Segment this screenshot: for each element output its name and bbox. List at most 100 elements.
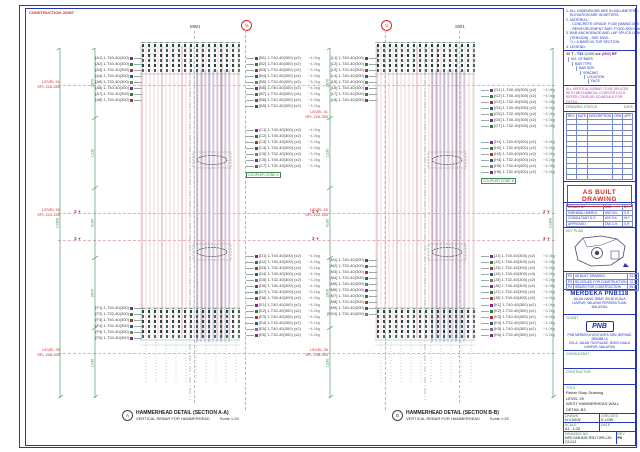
rebar-callout: [L4] 1-T40-40(300) [331,74,377,78]
rebar-callout: [J3] 1-T32-40(300) (x2)~3.2kg [481,266,555,270]
revision-history-cell: 12.02 [627,278,640,286]
callout-leader-line [369,93,377,95]
callout-marker [490,164,493,168]
client-address: 201-A, JALAN TUN RAZAK, 50400 KUALA LUMP… [568,340,631,349]
callout-leader-line [369,81,377,83]
callout-marker [490,152,493,156]
rev-table-header: DATE [575,113,589,120]
pour-triangle-icon: ▼ [77,209,82,214]
callout-text: [K4] 1-T32-40(300) (x2) [494,320,536,325]
rebar-callout: [D8] 1-T40-40(300) (x2)~4.0kg [246,296,320,300]
callout-marker [490,278,493,282]
callout-marker [490,333,493,337]
svg-text:4100: 4100 [326,219,330,227]
callout-marker [255,333,258,337]
callout-text: [K6] 1-T32-40(300) (x2) [494,332,536,337]
callout-marker [490,146,493,150]
callout-text: [C3] 1-T32-40(300) (x2) [259,139,302,144]
callout-weight: ~3.2kg [542,169,555,174]
approvals-cell: S.R [622,220,633,228]
callout-leader-line [369,259,377,261]
callout-leader-line [134,81,142,83]
callout-marker [130,74,133,78]
callout-text: [G7] 1-T32-40(300) (x2) [494,123,537,128]
callout-leader-line [246,261,254,263]
callout-leader-line [481,119,489,121]
callout-text: [G3] 1-T32-40(300) (x2) [494,99,537,104]
callout-leader-line [481,107,489,109]
callout-leader-line [369,277,377,279]
pour-triangle-icon: ▼ [546,236,551,241]
callout-leader-line [246,135,254,137]
rebar-callout: [J7] 1-T32-40(300) (x2)~3.2kg [481,290,555,294]
pour-number: 2 [312,209,315,214]
callout-leader-line [481,297,489,299]
callout-leader-line [246,165,254,167]
note-line: (TENSION) - SEE DWG. [566,35,610,40]
dwg-no-label: DRAWING NO. [565,432,589,437]
callout-marker [255,290,258,294]
callout-marker [255,303,258,307]
level-elevation: SFL 212.150 [305,211,328,217]
rebar-callout: [D4] 1-T40-40(300) (x4)~4.0kg [246,272,320,276]
callout-leader-line [134,57,142,59]
rebar-callout: [K6] 1-T32-40(300) (x2)~3.2kg [481,333,555,337]
callout-leader-line [246,159,254,161]
rebar-callout: [F2] 1-T32-40(300) [95,311,142,316]
callout-leader-line [246,129,254,131]
callout-text: [J5] 1-T32-40(300) (x2) [494,277,536,282]
rebar-callout: [K4] 1-T32-40(300) (x2)~3.2kg [481,321,555,325]
callout-marker [490,284,493,288]
callout-marker [130,80,133,84]
callout-text: [L3] 1-T32-40(300) [330,67,364,72]
pour-number: 3 [74,236,77,241]
callout-leader-line [134,87,142,89]
callout-marker [255,164,258,168]
rebar-callout: [H1] 1-T40-40(300) (x2)~4.0kg [481,140,555,144]
callout-marker [365,264,368,268]
callout-weight: ~3.2kg [542,157,555,162]
grid-axis-line [459,31,460,403]
callout-leader-line [246,267,254,269]
title-block: 1. ALL DIMENSIONS ARE IN MILLIMETERS, EL… [563,8,640,445]
rev-value: P6 [617,436,623,441]
dimension-chain-svg: 12300 [56,45,64,400]
drawn-value: N.V.NGN [565,418,581,423]
callout-leader-line [481,304,489,306]
coupler-note-text: ALL VERTICAL REBAR TO BE SPLICED WITH ME… [566,86,629,104]
checked-label: CHECKED [601,414,619,419]
callout-text: [D8] 1-T40-40(300) (x2) [259,295,302,300]
callout-text: [M10] 1-T32-40(300) [327,311,364,316]
pour-marker: 3▼ [312,236,319,241]
coupler-zone-label: COUPLER ZONE B [481,178,516,184]
grid-axis-line [245,30,246,410]
level-elevation: SFL 212.150 [37,211,60,217]
rebar-callout: [B1] 1-T40-40(300) (x2)~4.0kg [246,56,320,60]
rebar-callout: [H4] 1-T32-40(300) (x2)~3.2kg [481,158,555,162]
callout-weight: ~4.0kg [542,314,555,319]
callout-text: [H5] 1-T40-40(300) (x2) [494,163,537,168]
callout-marker [130,62,133,66]
callout-weight: ~4.0kg [542,259,555,264]
callout-text: [F2] 1-T32-40(300) [95,311,129,316]
callout-marker [490,290,493,294]
callout-text: [E4] 1-T32-40(300) (x2) [259,320,301,325]
rebar-callout: [B9] 1-T32-40(300) (x2)~3.2kg [246,104,320,108]
callout-marker [365,312,368,316]
drawing-title-line: WEST HAMMERHEAD WALL DETAIL B3 [566,401,620,412]
rebar-callout: [C1] 1-T40-40(300) (x2)~4.0kg [246,128,320,132]
callout-text: [H6] 1-T32-40(300) (x2) [494,169,537,174]
callout-weight: ~4.0kg [307,73,320,78]
rebar-callout: [D5] 1-T32-40(300) (x2)~3.2kg [246,278,320,282]
callout-leader-line [481,261,489,263]
pour-marker: 2▼ [543,209,550,214]
callout-text: [B3] 1-T32-40(300) (x2) [259,67,301,72]
callout-marker [255,62,258,66]
rebar-callout: [M6] 1-T32-40(300) [330,288,377,292]
callout-marker [255,128,258,132]
callout-text: [B2] 1-T40-40(300) (x2) [259,61,301,66]
